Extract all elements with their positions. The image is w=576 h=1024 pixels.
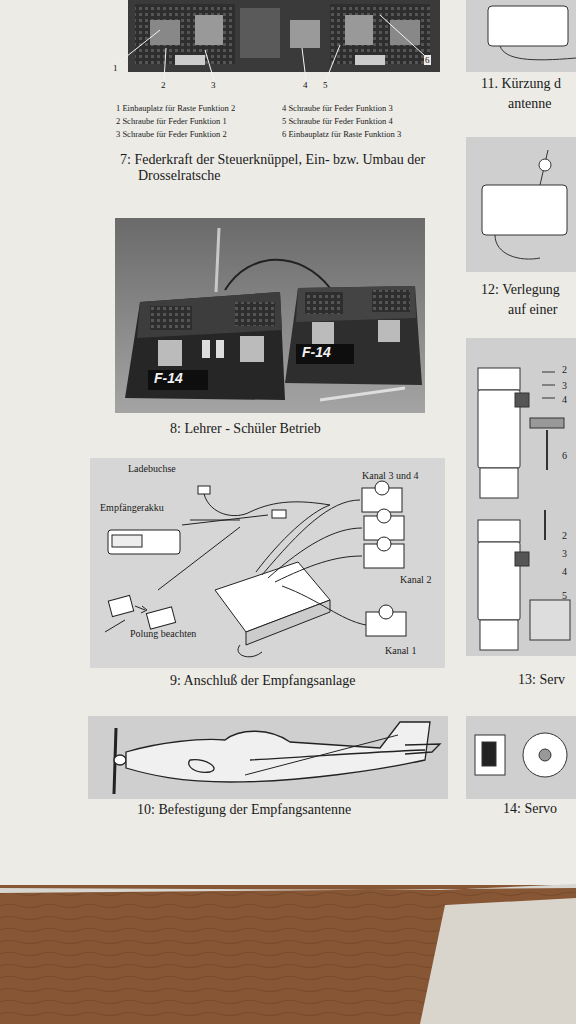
callout-number: 3 <box>210 80 217 90</box>
table-grain <box>0 885 576 1024</box>
figure-caption: antenne <box>508 96 552 112</box>
figure-caption: 11. Kürzung d <box>481 76 561 92</box>
page-edge <box>0 884 576 893</box>
legend-note: 2 Schraube für Feder Funktion 1 <box>116 117 227 127</box>
part-label: Empfängerakku <box>100 502 164 514</box>
callout-number: 5 <box>562 590 567 602</box>
callout-number: 4 <box>302 80 309 90</box>
callout-number: 6 <box>424 55 431 65</box>
table <box>0 885 576 1024</box>
product-logo: F-14 <box>154 370 183 386</box>
figure-9-wiring <box>90 458 445 668</box>
figure-7 <box>117 0 440 80</box>
figure-10-plane <box>88 716 448 799</box>
second-page <box>420 898 576 1024</box>
callout-number: 4 <box>562 394 567 406</box>
part-label: Kanal 1 <box>385 645 416 657</box>
paper <box>0 0 576 890</box>
figure-caption: 14: Servo <box>503 801 557 817</box>
legend-note: 3 Schraube für Feder Funktion 2 <box>116 130 227 140</box>
figure-caption: 13: Serv <box>518 672 565 688</box>
callout-number: 2 <box>160 80 167 90</box>
callout-number: 3 <box>562 548 567 560</box>
legend-note: 5 Schraube für Feder Funktion 4 <box>282 117 393 127</box>
figure-caption: 12: Verlegung <box>481 282 560 298</box>
part-label: Polung beachten <box>130 628 200 640</box>
callout-number: 5 <box>322 80 329 90</box>
product-logo: F-14 <box>302 344 331 360</box>
part-label: Ladebuchse <box>128 463 176 475</box>
callout-number: 2 <box>562 530 567 542</box>
callout-number: 3 <box>562 380 567 392</box>
part-label: Kanal 3 und 4 <box>362 470 418 482</box>
figure-caption: 7: Federkraft der Steuerknüppel, Ein- bz… <box>120 152 458 184</box>
part-label: Kanal 2 <box>400 574 431 586</box>
callout-number: 2 <box>562 364 567 376</box>
figure-caption: 9: Anschluß der Empfangsanlage <box>170 673 355 689</box>
right-column-figures <box>466 0 576 799</box>
legend-note: 6 Einbauplatz für Raste Funktion 3 <box>282 130 401 140</box>
callout-number: 4 <box>562 566 567 578</box>
figure-caption: auf einer <box>508 302 557 318</box>
figure-8-photo <box>115 218 425 413</box>
figure-caption: 8: Lehrer - Schüler Betrieb <box>170 421 321 437</box>
callout-number: 6 <box>562 450 567 462</box>
callout-number: 1 <box>112 63 119 73</box>
legend-note: 1 Einbauplatz für Raste Funktion 2 <box>116 104 235 114</box>
figure-caption: 10: Befestigung der Empfangsantenne <box>137 802 351 818</box>
legend-note: 4 Schraube für Feder Funktion 3 <box>282 104 393 114</box>
